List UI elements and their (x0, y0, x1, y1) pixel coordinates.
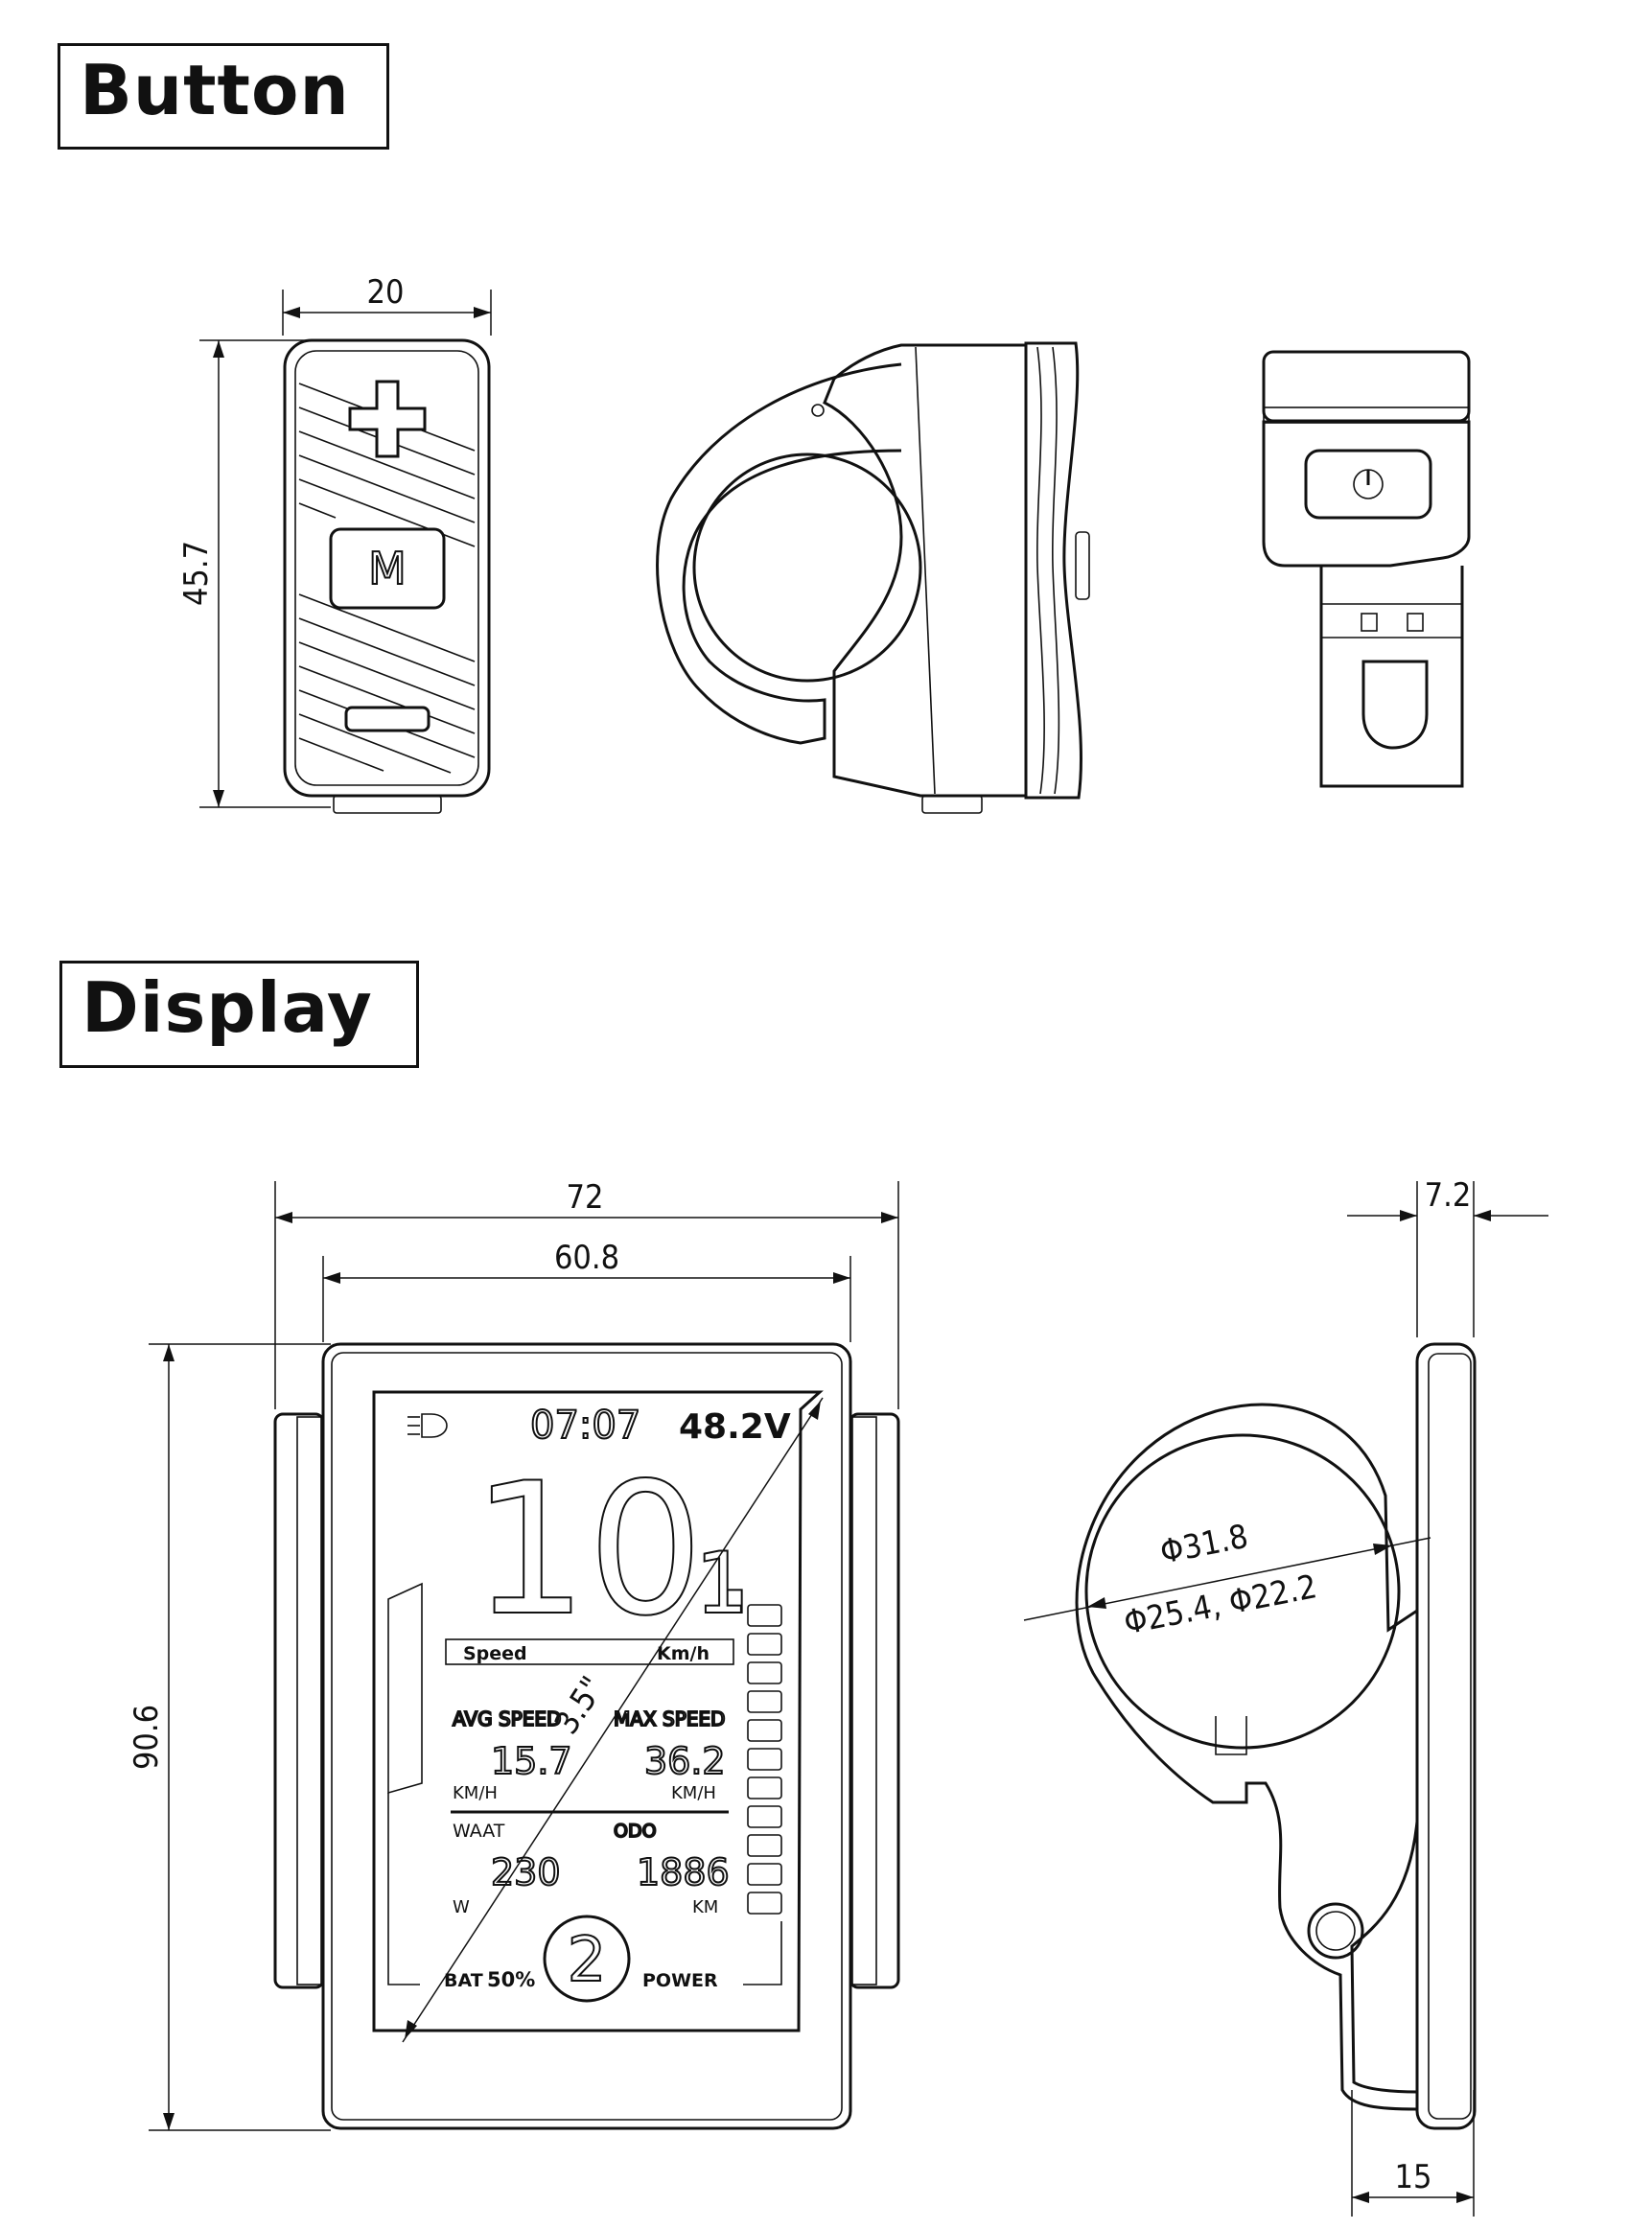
lcd-watt-value: 230 (491, 1851, 561, 1893)
dim-display-outer-width: 72 (567, 1178, 604, 1217)
dim-display-height: 90.6 (128, 1705, 166, 1770)
lcd-odo-value: 1886 (637, 1851, 730, 1893)
section-title-display: Display (59, 961, 419, 1068)
lcd-speed-unit: Km/h (657, 1643, 710, 1664)
section-title-button: Button (58, 43, 389, 150)
lcd-gear-value: 2 (568, 1925, 607, 1996)
lcd-avg-label: AVG SPEED (453, 1707, 561, 1730)
lcd-time: 07:07 (530, 1404, 640, 1448)
dim-display-depth: 7.2 (1425, 1176, 1472, 1215)
lcd-max-value: 36.2 (644, 1740, 726, 1782)
plus-icon (348, 380, 427, 458)
lcd-power-label: POWER (642, 1970, 718, 1991)
dim-button-width: 20 (367, 273, 405, 312)
dim-clamp-diameter: Φ31.8 (1157, 1518, 1251, 1572)
display-side-view: 7.2 15 Φ31.8 Φ25.4, Φ22.2 (1023, 1176, 1548, 2217)
lcd-odo-label: ODO (614, 1821, 657, 1842)
dim-button-height: 45.7 (177, 541, 216, 606)
lcd-gear-circle (543, 1915, 631, 2003)
mode-button (329, 527, 446, 610)
button-end-view (1262, 350, 1471, 788)
mode-label: M (368, 543, 407, 594)
lcd-watt-unit: W (453, 1897, 470, 1917)
lcd-watt-label: WAAT (453, 1821, 505, 1842)
dim-display-screen-width: 60.8 (554, 1239, 619, 1277)
lcd-speed-bar (445, 1638, 734, 1665)
lcd-left-bar (387, 1582, 423, 1795)
dim-clamp-diameter-alt: Φ25.4, Φ22.2 (1121, 1567, 1320, 1642)
lcd-max-label: MAX SPEED (614, 1707, 725, 1730)
dim-bracket-depth: 15 (1395, 2158, 1432, 2196)
lcd-speed-integer: 10. (472, 1444, 761, 1656)
lcd-voltage: 48.2V (679, 1407, 791, 1447)
dim-display-diagonal: 3.5" (547, 1670, 613, 1741)
lcd-speed-label: Speed (463, 1643, 527, 1664)
lcd-avg-value: 15.7 (491, 1740, 572, 1782)
lcd-avg-unit: KM/H (453, 1783, 498, 1803)
lcd-speed-decimal: 1 (695, 1534, 749, 1633)
button-front-view: 20 45.7 M (177, 273, 492, 814)
display-front-view: 72 60.8 90.6 (128, 1178, 900, 2131)
lcd-bat-value: 50% (487, 1968, 535, 1991)
minus-icon (344, 706, 430, 732)
button-side-view (656, 341, 1090, 814)
lcd-right-segments (743, 1604, 782, 1985)
lcd-bat-label: BAT (444, 1970, 483, 1991)
lcd-odo-unit: KM (692, 1897, 718, 1917)
headlight-icon (407, 1413, 448, 1438)
lcd-screen: 07:07 48.2V 10. 1 Speed Km/h (387, 1403, 791, 2003)
lcd-max-unit: KM/H (671, 1783, 716, 1803)
